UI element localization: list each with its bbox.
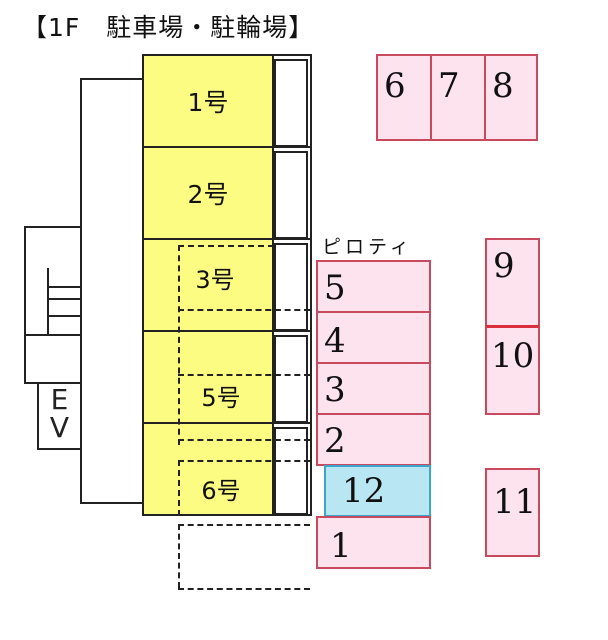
corridor <box>80 78 144 504</box>
stair-landing <box>24 334 82 336</box>
parking-space-1[interactable]: 1 <box>316 516 431 569</box>
unit-3-dashed-top <box>178 245 274 247</box>
unit-3-dashed-left <box>178 245 180 445</box>
parking-space-2[interactable]: 2 <box>316 413 431 466</box>
parking-space-9[interactable]: 9 <box>485 238 540 328</box>
unit-2: 2号 <box>142 146 274 240</box>
elevator-label-v: V <box>49 411 70 444</box>
elevator: E V <box>37 382 82 450</box>
stair-step <box>47 286 81 288</box>
stair-step <box>47 315 81 317</box>
unit-6-dashed-top <box>178 460 310 462</box>
unit-3-dashed-bottom <box>178 309 310 311</box>
piloti-label: ピロティ <box>322 236 413 258</box>
stair-rail <box>47 268 49 334</box>
unit-5 <box>142 422 274 516</box>
outdoor-dashed-top <box>178 524 310 526</box>
unit-6-dashed-left <box>178 460 180 516</box>
balcony-3 <box>272 238 312 332</box>
parking-space-4[interactable]: 4 <box>316 311 431 364</box>
parking-space-5[interactable]: 5 <box>316 260 431 313</box>
parking-space-3[interactable]: 3 <box>316 362 431 415</box>
unit-1: 1号 <box>142 54 274 148</box>
balcony-1 <box>272 54 312 148</box>
balcony-2 <box>272 146 312 240</box>
stairwell <box>24 226 82 384</box>
unit-3 <box>142 238 274 332</box>
page-title: 【1F 駐車場・駐輪場】 <box>22 13 315 42</box>
stair-step <box>47 298 81 300</box>
outdoor-dashed-bottom <box>178 588 310 590</box>
unit-5-dashed-bottom <box>178 439 310 441</box>
unit-4 <box>142 330 274 424</box>
balcony-4 <box>272 330 312 424</box>
parking-space-12[interactable]: 12 <box>324 465 431 517</box>
parking-space-8[interactable]: 8 <box>484 54 538 141</box>
parking-space-10[interactable]: 10 <box>485 325 540 415</box>
unit-6-label: 6号 <box>201 476 241 505</box>
parking-space-11[interactable]: 11 <box>485 468 540 557</box>
unit-5-label: 5号 <box>201 383 241 412</box>
parking-space-7[interactable]: 7 <box>430 54 486 141</box>
outdoor-dashed-left <box>178 524 180 588</box>
parking-space-6[interactable]: 6 <box>376 54 432 141</box>
balcony-5 <box>272 422 312 516</box>
elevator-label-e: E <box>50 383 69 416</box>
unit-5-dashed-top <box>178 374 310 376</box>
unit-3-label: 3号 <box>195 265 235 294</box>
